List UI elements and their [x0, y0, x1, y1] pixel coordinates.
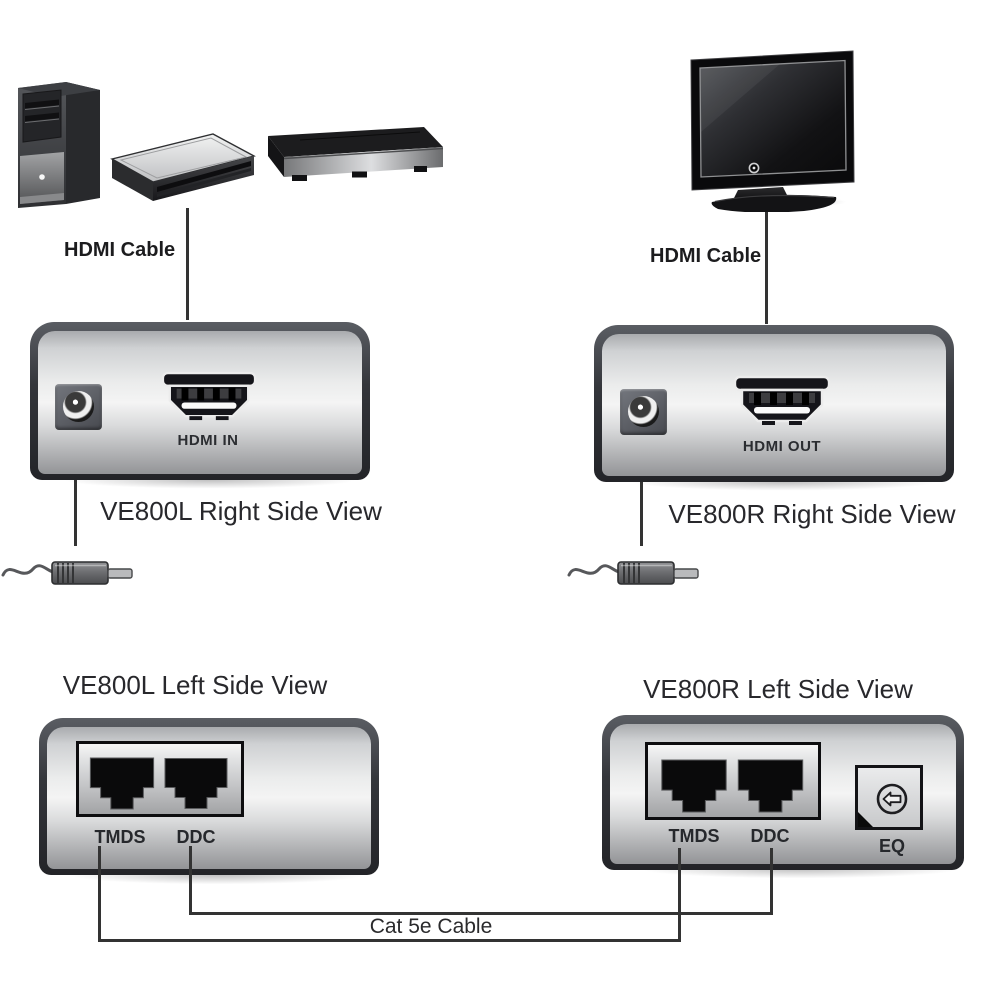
rj45-port-tmds	[658, 759, 730, 813]
ve800r-right-caption: VE800R Right Side View	[668, 499, 956, 529]
hdmi-in-label: HDMI IN	[177, 432, 239, 449]
rj45-port-ddc	[164, 757, 228, 810]
cat5e-cable-label: Cat 5e Cable	[331, 915, 531, 939]
dc-power-hole	[63, 391, 94, 422]
cable-path-tmds-left	[97, 846, 101, 942]
source-devices-illustration	[18, 82, 444, 208]
ve800r-right-faceplate: HDMI OUT	[602, 334, 946, 476]
ve800l-right-faceplate: HDMI IN	[38, 331, 362, 474]
rj45-port-ddc	[736, 759, 805, 813]
dc-power-jack	[620, 389, 667, 435]
ddc-label: DDC	[750, 826, 790, 846]
cable-path-tmds-horizontal	[97, 939, 681, 942]
tmds-label: TMDS	[94, 827, 146, 847]
dvd-player-icon	[110, 133, 256, 201]
power-plug-icon	[566, 549, 706, 591]
hdmi-in-port	[160, 371, 258, 428]
rj45-port-group	[645, 742, 821, 820]
ve800l-right-caption: VE800L Right Side View	[100, 496, 382, 526]
cable-path-ddc-left	[188, 846, 192, 915]
dc-power-jack	[55, 384, 102, 430]
ve800l-left-faceplate: TMDS DDC	[47, 727, 371, 869]
hdmi-cable-line-display	[765, 212, 768, 324]
tv-illustration	[690, 50, 855, 212]
pc-tower-icon	[18, 82, 100, 208]
av-receiver-icon	[268, 127, 444, 181]
rj45-port-group	[76, 741, 244, 817]
ve800r-right-panel: HDMI OUT	[594, 325, 954, 482]
hdmi-out-label: HDMI OUT	[742, 438, 822, 455]
cable-path-ddc-right	[769, 848, 773, 915]
hdmi-out-port	[732, 375, 832, 433]
eq-arrow-icon	[870, 777, 914, 821]
eq-label: EQ	[878, 836, 905, 856]
dc-power-hole	[628, 396, 659, 427]
rj45-port-tmds	[89, 757, 155, 810]
power-line-ve800r	[639, 482, 643, 546]
ve800r-left-panel: TMDS DDC EQ	[602, 715, 964, 870]
cable-path-tmds-right	[677, 848, 681, 942]
cable-path-ddc-horizontal	[188, 912, 773, 915]
tv-icon	[690, 50, 855, 212]
ve800r-left-title: VE800R Left Side View	[643, 674, 913, 704]
hdmi-cable-label-source: HDMI Cable	[64, 239, 176, 261]
eq-dial	[855, 765, 923, 830]
ve800l-left-title: VE800L Left Side View	[62, 670, 328, 700]
hdmi-cable-label-display: HDMI Cable	[650, 245, 762, 267]
power-plug-icon	[0, 549, 140, 591]
ve800l-right-panel: HDMI IN	[30, 322, 370, 480]
tmds-label: TMDS	[668, 826, 720, 846]
ve800r-left-faceplate: TMDS DDC EQ	[610, 724, 956, 864]
ddc-label: DDC	[176, 827, 216, 847]
power-line-ve800l	[74, 480, 77, 546]
hdmi-cable-line-source	[185, 208, 189, 320]
ve800l-left-panel: TMDS DDC	[39, 718, 379, 875]
